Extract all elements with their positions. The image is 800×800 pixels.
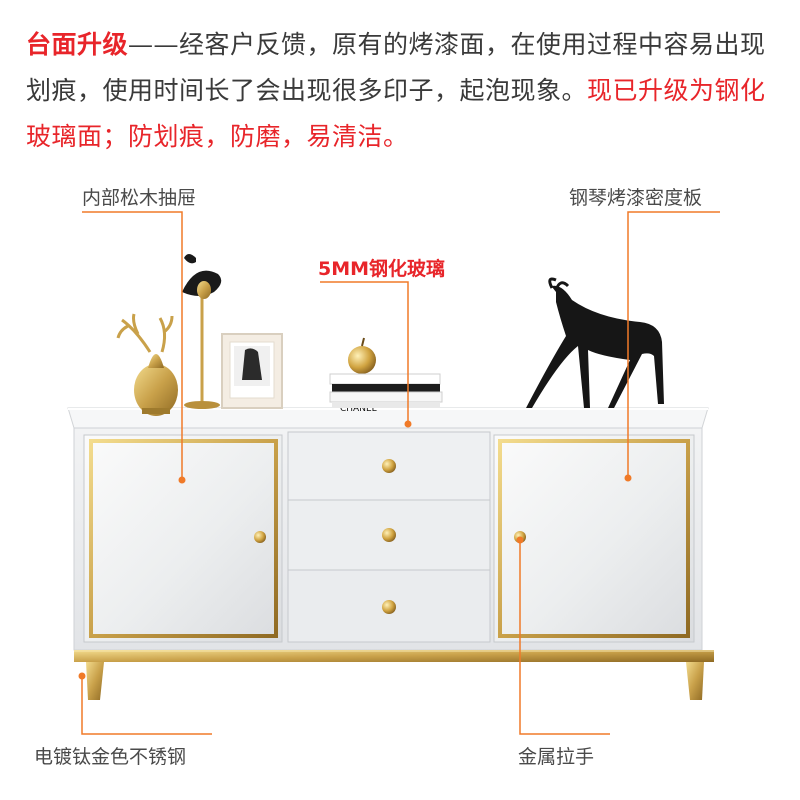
left-door [83,434,283,643]
bird-sculpture [182,254,222,409]
intro-lead: 台面升级 [26,30,129,59]
intro-dash: —— [128,30,180,59]
right-door [493,434,695,643]
callout-line-handle [519,540,610,735]
intro-paragraph: 台面升级——经客户反馈，原有的烤漆面，在使用过程中容易出现划痕，使用时间长了会出… [26,22,786,160]
callout-dot-panel [624,474,632,482]
gold-apple [348,337,376,374]
intro-upgrade: 现已升级为钢化玻璃面；防划痕，防磨，易清洁。 [26,76,766,151]
callout-handle: 金属拉手 [518,746,595,768]
callout-dot-drawer [178,476,186,484]
callout-dot-glass [404,420,412,428]
book-brand: CHANEL [340,404,377,414]
callout-dot-legs [78,672,86,680]
gold-deer-vase [116,313,178,416]
callout-line-drawer [82,211,183,480]
black-deer-statue [526,277,664,408]
book-stack: CHANEL [329,373,443,414]
callout-drawer: 内部松木抽屉 [82,187,197,209]
callout-line-legs [81,676,212,735]
callout-legs: 电镀钛金色不锈钢 [34,746,187,768]
callout-dot-handle [516,536,524,544]
drawer-knob-bottom [382,600,396,614]
drawer-knob-top [382,459,396,473]
callout-glass: 5MM钢化玻璃 [318,258,446,280]
callout-line-glass [320,281,409,424]
drawer-knob-middle [382,528,396,542]
left-door-knob [254,531,266,543]
callout-panel: 钢琴烤漆密度板 [569,187,703,209]
callout-line-panel [627,211,720,478]
photo-frame [221,333,283,409]
callout-lines [78,211,720,735]
drawer-stack [287,431,491,643]
intro-body: 经客户反馈，原有的烤漆面，在使用过程中容易出现划痕，使用时间长了会出现很多印子，… [26,30,766,105]
gold-base [74,650,714,700]
